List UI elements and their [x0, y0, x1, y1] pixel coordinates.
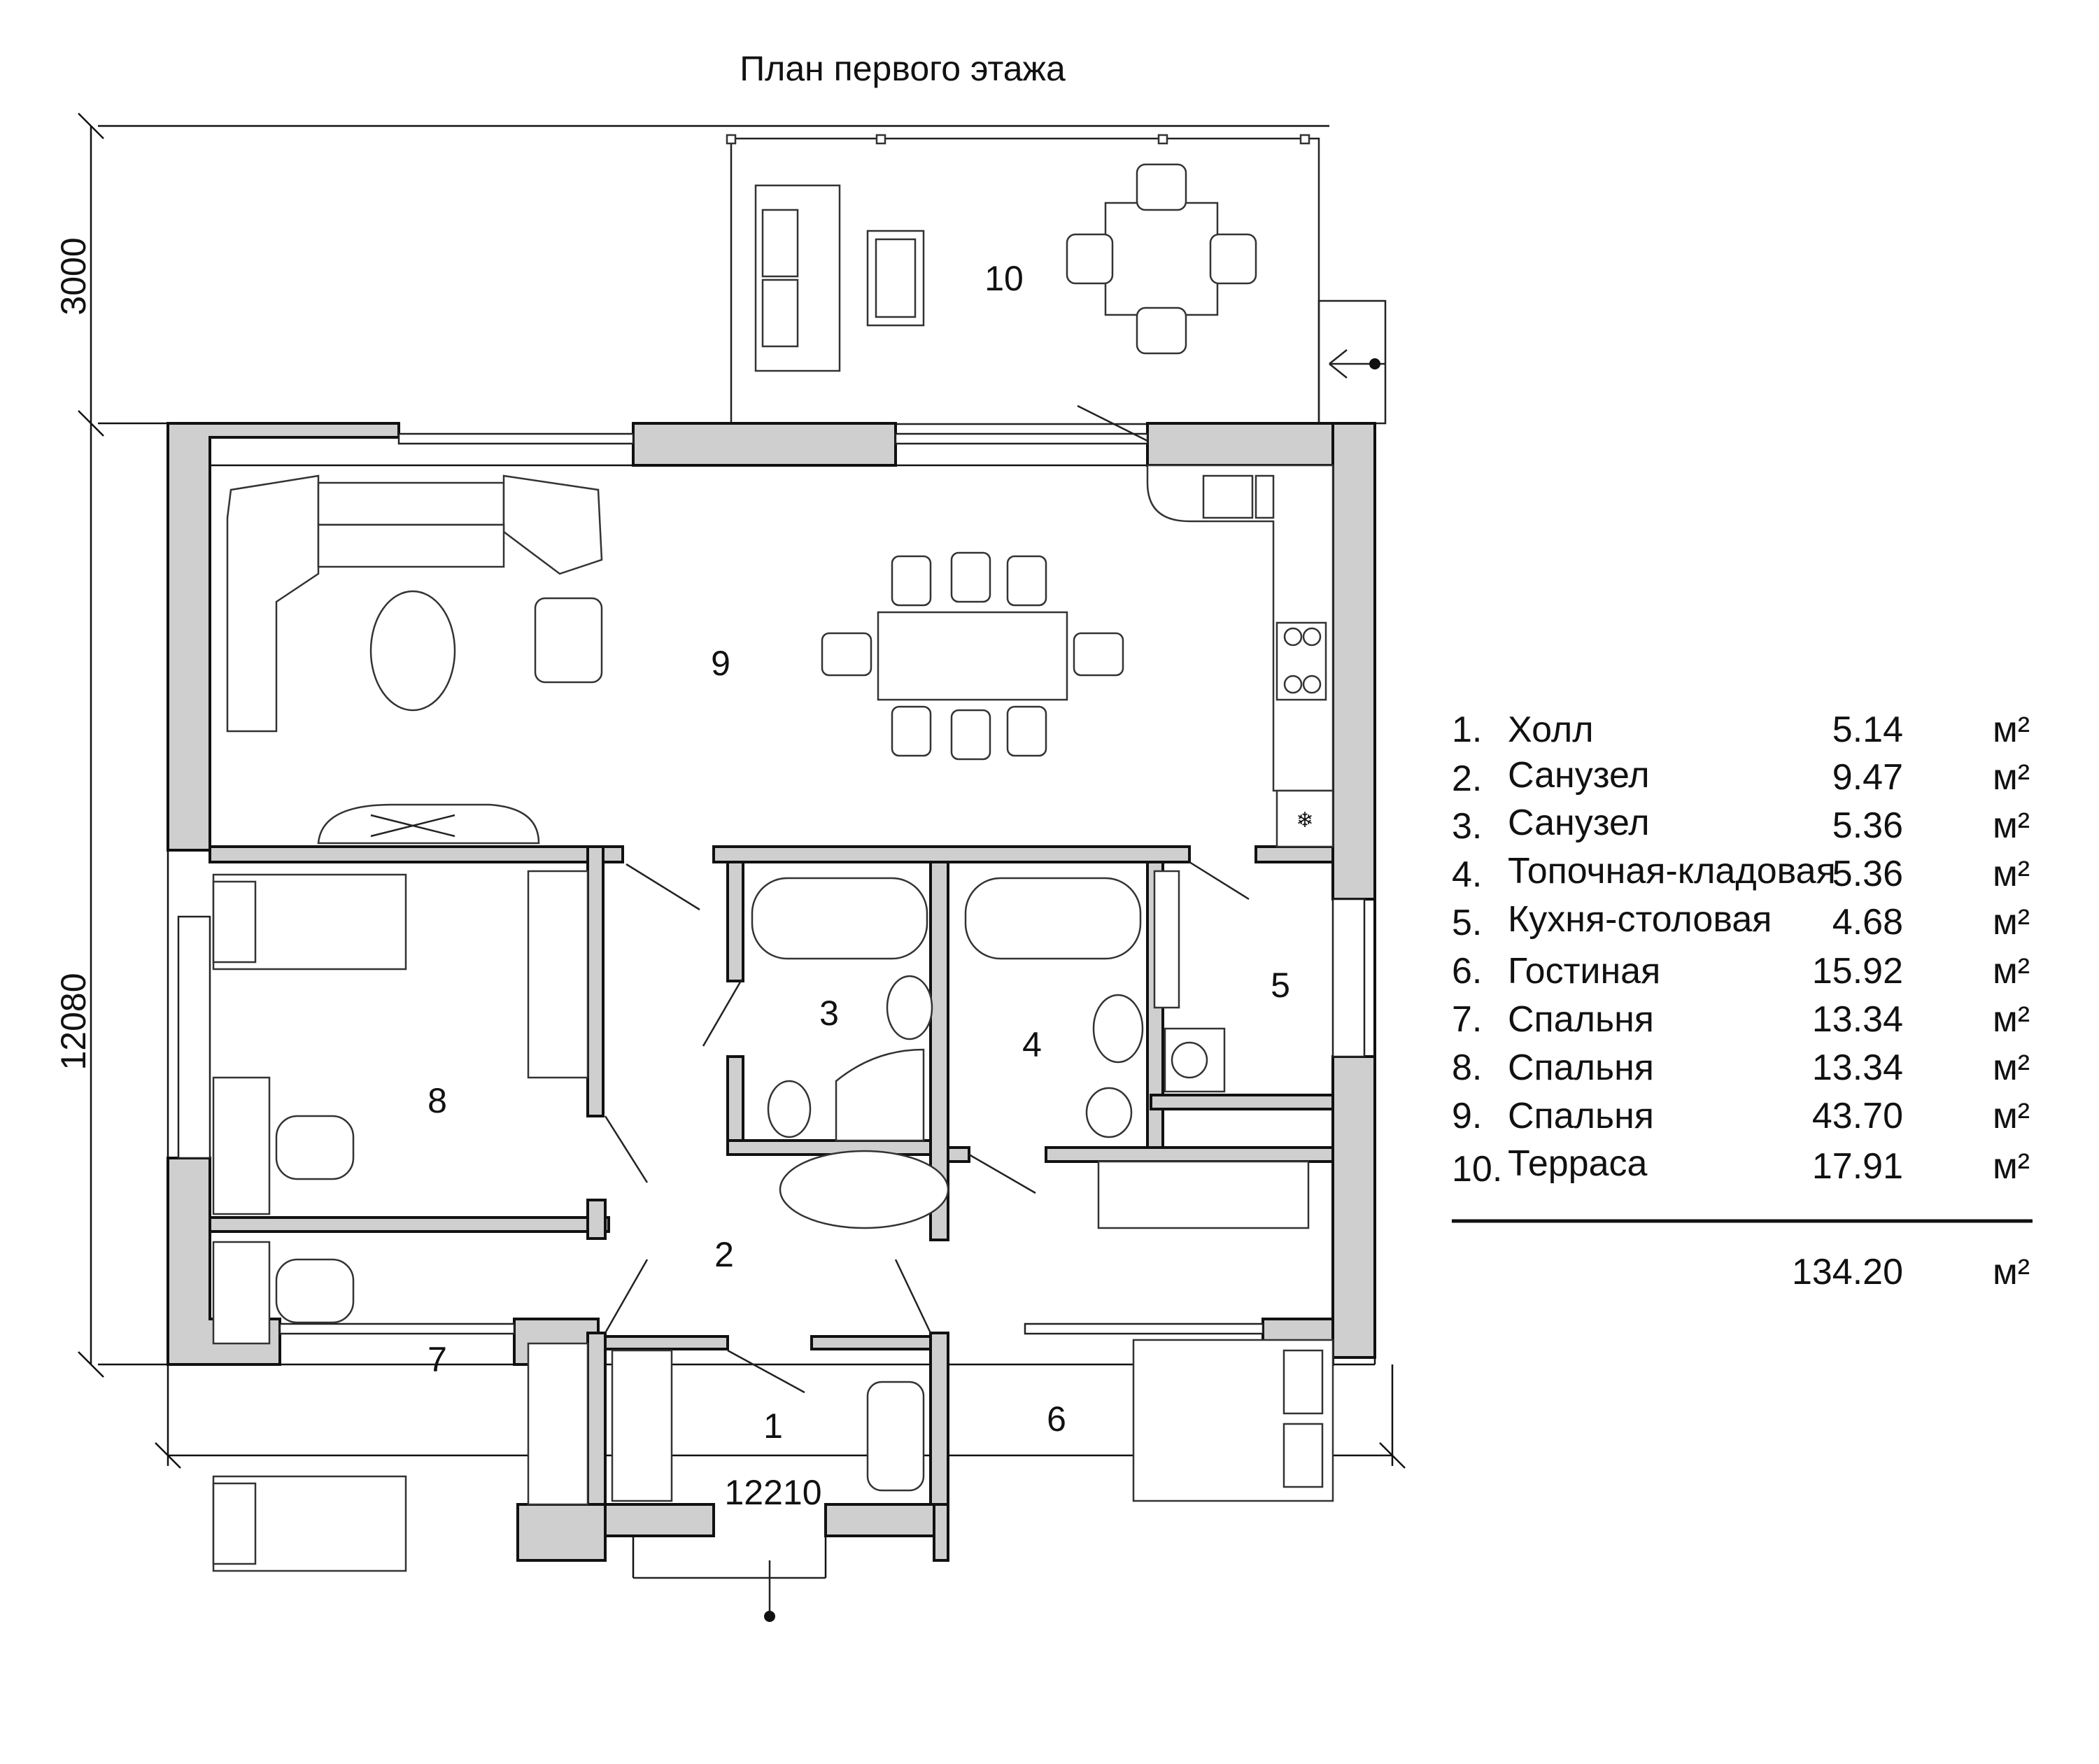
desk-8 — [212, 1076, 271, 1215]
legend-num: 4. — [1452, 854, 1482, 895]
legend-name: Спальня — [1508, 1096, 1654, 1136]
bath-mat — [779, 1150, 949, 1229]
legend-num: 3. — [1452, 806, 1482, 847]
legend-name: Кухня-столовая — [1508, 899, 1772, 940]
utility-4-furniture — [964, 877, 1144, 1138]
wardrobe-8 — [527, 870, 589, 1079]
legend-unit: м² — [1993, 757, 2030, 798]
sink-4 — [1092, 994, 1144, 1064]
bathtub-4 — [964, 877, 1142, 960]
legend-unit: м² — [1993, 1146, 2030, 1187]
room-numbers: 1 2 3 4 5 6 7 8 9 10 — [427, 259, 1290, 1446]
dimension-12080: 12080 — [54, 973, 93, 1070]
toilet-4 — [1085, 1087, 1133, 1138]
living-furniture: ❄ — [226, 464, 1334, 848]
legend-area: 17.91 — [1812, 1146, 1903, 1187]
entry-step — [632, 1536, 827, 1622]
room-6-furniture — [1097, 1160, 1334, 1502]
room-number: 10 — [984, 259, 1024, 298]
legend-name: Санузел — [1508, 755, 1650, 796]
legend-area: 5.14 — [1832, 710, 1903, 750]
legend-unit: м² — [1993, 805, 2030, 846]
bedroom-7-furniture — [212, 1241, 589, 1572]
legend-area: 5.36 — [1832, 805, 1903, 846]
door-swings — [604, 404, 1250, 1394]
legend-area: 9.47 — [1832, 757, 1903, 798]
legend-area: 13.34 — [1812, 1047, 1903, 1088]
kitchen-counter — [1146, 464, 1334, 792]
legend-name: Гостиная — [1508, 951, 1660, 992]
bedroom-8-furniture — [212, 870, 589, 1215]
legend-num: 10. — [1452, 1149, 1502, 1190]
legend-num: 6. — [1452, 951, 1482, 992]
interior-walls — [209, 845, 1334, 1562]
legend-unit: м² — [1993, 710, 2030, 750]
dimension-lines — [78, 113, 1406, 1469]
office-chair-7 — [275, 1258, 355, 1324]
toilet-3 — [767, 1080, 812, 1138]
legend-num: 8. — [1452, 1047, 1482, 1088]
legend-num: 5. — [1452, 903, 1482, 943]
dimension-12210: 12210 — [724, 1473, 821, 1512]
hall-1-furniture — [611, 1150, 949, 1502]
legend-num: 7. — [1452, 999, 1482, 1040]
boiler-panel — [1153, 870, 1180, 1009]
bathtub-3 — [751, 877, 928, 960]
room-number: 1 — [763, 1406, 783, 1446]
hall-wardrobe — [611, 1349, 673, 1502]
legend-unit: м² — [1993, 999, 2030, 1040]
room-number: 8 — [427, 1081, 447, 1120]
plan-title: План первого этажа — [740, 49, 1066, 88]
legend-area: 5.36 — [1832, 854, 1903, 894]
tv-stand — [317, 803, 540, 845]
wardrobe-7 — [527, 1342, 589, 1506]
fridge — [1275, 789, 1334, 848]
terrace-table — [1104, 202, 1219, 316]
legend-total: 134.20 — [1792, 1252, 1903, 1292]
room-number: 7 — [427, 1340, 447, 1379]
legend-name: Терраса — [1508, 1143, 1648, 1184]
sink-3 — [886, 975, 933, 1040]
legend-unit: м² — [1993, 902, 2030, 943]
office-chair-8 — [275, 1115, 355, 1180]
legend-unit: м² — [1993, 951, 2030, 992]
dimension-3000: 3000 — [54, 237, 93, 315]
legend-unit: м² — [1993, 1047, 2030, 1088]
legend-area: 43.70 — [1812, 1096, 1903, 1136]
legend-num: 1. — [1452, 710, 1482, 750]
room-number: 6 — [1047, 1399, 1066, 1439]
legend-area: 15.92 — [1812, 951, 1903, 992]
area-legend: 1. Холл 5.14 м² 2. Санузел 9.47 м² 3. Са… — [1452, 710, 2033, 1292]
coffee-table — [369, 590, 456, 712]
room-number: 9 — [711, 644, 730, 683]
room-number: 5 — [1271, 966, 1290, 1005]
legend-area: 4.68 — [1832, 902, 1903, 943]
windows — [177, 432, 1366, 1335]
dining-table — [877, 611, 1068, 701]
hall-rug — [866, 1381, 925, 1492]
shower-3 — [835, 1048, 925, 1142]
legend-name: Холл — [1508, 710, 1594, 750]
wardrobe-6 — [1097, 1160, 1310, 1229]
terrace — [726, 134, 1387, 425]
room-number: 4 — [1022, 1025, 1042, 1064]
legend-unit: м² — [1993, 854, 2030, 894]
legend-unit: м² — [1993, 1252, 2030, 1292]
room-number: 2 — [714, 1235, 734, 1274]
legend-name: Санузел — [1508, 803, 1650, 843]
legend-name: Топочная-кладовая — [1508, 851, 1836, 891]
legend-num: 2. — [1452, 758, 1482, 799]
legend-name: Спальня — [1508, 999, 1654, 1040]
legend-num: 9. — [1452, 1096, 1482, 1136]
legend-area: 13.34 — [1812, 999, 1903, 1040]
bathroom-3-furniture — [751, 877, 933, 1142]
legend-name: Спальня — [1508, 1047, 1654, 1088]
room-5-furniture — [1153, 870, 1226, 1093]
legend-unit: м² — [1993, 1096, 2030, 1136]
desk-7 — [212, 1241, 271, 1345]
room-number: 3 — [819, 994, 839, 1033]
svg-text:❄: ❄ — [1296, 809, 1313, 832]
armchair — [534, 597, 603, 684]
